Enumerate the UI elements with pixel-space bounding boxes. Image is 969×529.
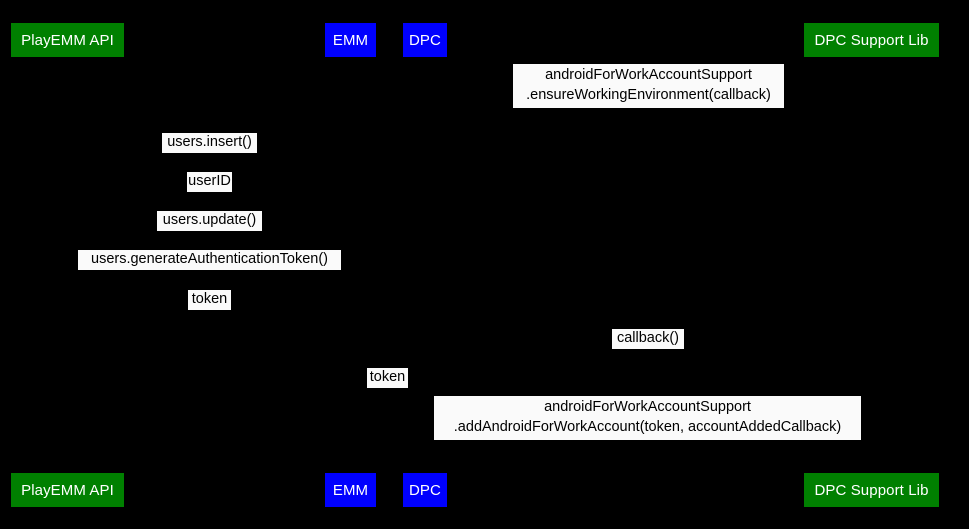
participant-dpc-bottom[interactable]: DPC — [403, 473, 447, 507]
participant-playemm-api-top[interactable]: PlayEMM API — [11, 23, 124, 57]
message-text: users.update() — [162, 212, 257, 228]
lifeline-dpc — [424, 57, 425, 469]
message-line-1: androidForWorkAccountSupport — [545, 67, 752, 83]
message-users-generate-authentication-token: users.generateAuthenticationToken() — [78, 250, 341, 270]
message-token-to-emm: token — [188, 290, 231, 310]
participant-label: EMM — [332, 31, 369, 49]
lifeline-playemm — [67, 57, 68, 469]
lifeline-emm — [350, 57, 351, 469]
participant-label: DPC Support Lib — [814, 481, 929, 499]
participant-emm-bottom[interactable]: EMM — [325, 473, 376, 507]
participant-label: PlayEMM API — [21, 31, 114, 49]
message-users-insert: users.insert() — [162, 133, 257, 153]
participant-dpc-support-lib-top[interactable]: DPC Support Lib — [804, 23, 939, 57]
participant-label: EMM — [332, 481, 369, 499]
message-callback: callback() — [612, 329, 684, 349]
message-line-1: androidForWorkAccountSupport — [544, 399, 751, 415]
participant-label: DPC — [409, 481, 441, 499]
message-text: token — [191, 291, 228, 307]
participant-dpc-support-lib-bottom[interactable]: DPC Support Lib — [804, 473, 939, 507]
message-line-2: .ensureWorkingEnvironment(callback) — [526, 86, 771, 103]
participant-label: DPC — [409, 31, 441, 49]
message-user-id: userID — [187, 172, 232, 192]
message-text: userID — [188, 173, 231, 189]
message-text: token — [369, 369, 406, 385]
message-text: users.generateAuthenticationToken() — [91, 251, 328, 267]
lifeline-dpcsupport — [871, 57, 872, 469]
participant-label: DPC Support Lib — [814, 31, 929, 49]
participant-playemm-api-bottom[interactable]: PlayEMM API — [11, 473, 124, 507]
message-text: users.insert() — [167, 134, 252, 150]
participant-emm-top[interactable]: EMM — [325, 23, 376, 57]
message-line-2: .addAndroidForWorkAccount(token, account… — [453, 418, 842, 435]
participant-label: PlayEMM API — [21, 481, 114, 499]
message-token-to-dpc: token — [367, 368, 408, 388]
message-ensure-working-environment: androidForWorkAccountSupport .ensureWorki… — [513, 64, 784, 109]
message-text: callback() — [616, 330, 680, 346]
message-add-android-for-work-account: androidForWorkAccountSupport .addAndroidF… — [434, 396, 861, 441]
participant-dpc-top[interactable]: DPC — [403, 23, 447, 57]
message-users-update: users.update() — [157, 211, 262, 231]
